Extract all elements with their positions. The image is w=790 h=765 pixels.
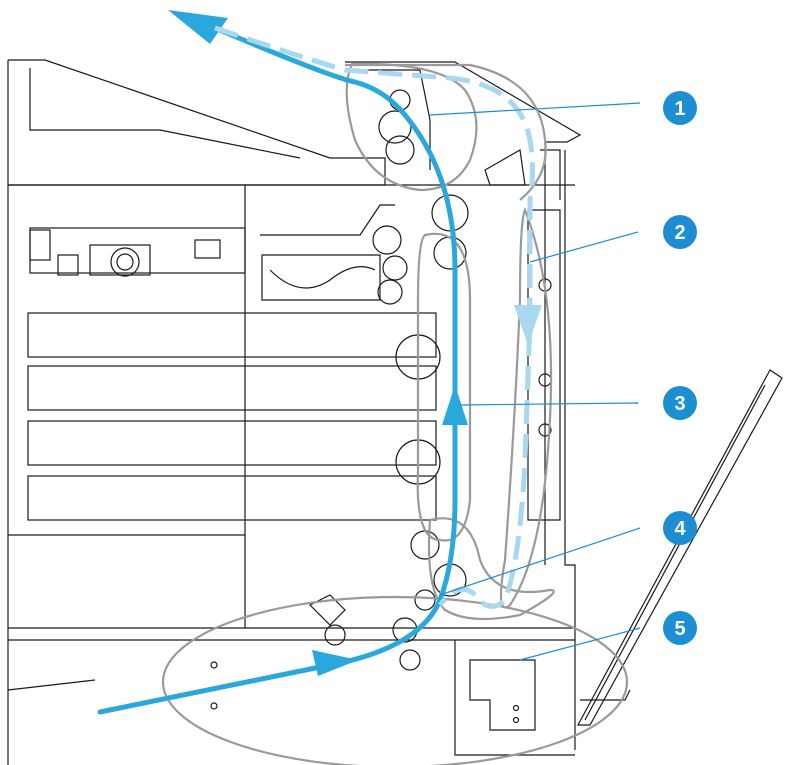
callout-1-badge (663, 91, 697, 125)
callout-2-badge (663, 215, 697, 249)
callout-5: 5 (663, 611, 697, 645)
callout-2: 2 (663, 215, 697, 249)
paper-path-duplex (214, 25, 542, 609)
callout-3: 3 (663, 386, 697, 420)
input-arrowhead (312, 650, 358, 676)
paper-path-outlines (161, 62, 629, 765)
callout-4-badge (663, 511, 697, 545)
tray-path-outline (161, 595, 629, 765)
duplex-down-arrowhead (514, 305, 542, 345)
callout-1: 1 (663, 91, 697, 125)
callout-leaders (429, 102, 641, 661)
duplex-top-outline (345, 63, 547, 201)
callout-5-label: 5 (674, 618, 685, 640)
output-arrowhead (168, 10, 228, 44)
callout-4-label: 4 (674, 518, 686, 540)
paper-path-main (97, 10, 468, 715)
callout-4: 4 (663, 511, 697, 545)
callout-2-label: 2 (674, 222, 685, 244)
callout-3-label: 3 (674, 393, 685, 415)
callout-5-badge (663, 611, 697, 645)
printer-outline (7, 59, 783, 765)
vertical-path-outline (416, 232, 472, 542)
callout-1-label: 1 (674, 98, 685, 120)
callout-3-badge (663, 386, 697, 420)
upward-arrowhead (442, 385, 468, 425)
